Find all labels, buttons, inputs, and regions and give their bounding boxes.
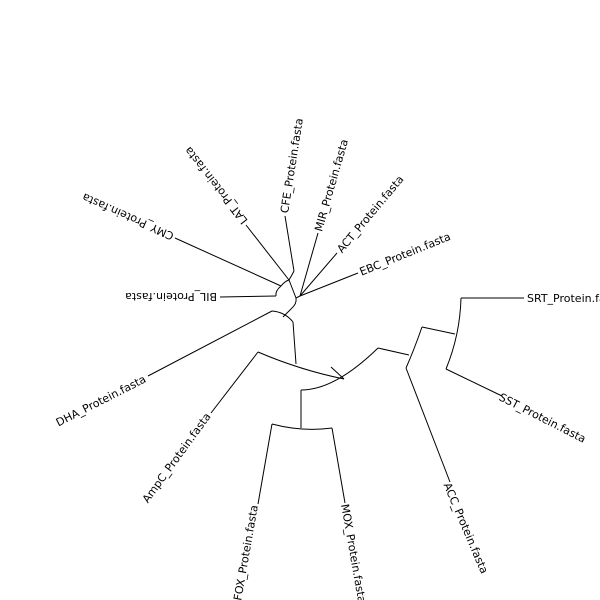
node-root-arc <box>295 295 301 299</box>
branch-accclade-stem <box>377 347 410 356</box>
branch-dha-stem <box>282 308 292 318</box>
tip-label-dha: DHA_Protein.fasta <box>54 373 148 430</box>
tip-label-acc: ACC_Protein.fasta <box>441 481 491 576</box>
branch-sst <box>445 368 503 397</box>
node-bil-cmy-arc <box>275 285 282 297</box>
node-accclade-arc <box>405 326 423 369</box>
branch-cfe <box>284 215 295 272</box>
tip-label-mir: MIR_Protein.fasta <box>312 138 351 233</box>
tip-label-ebc: EBC_Protein.fasta <box>358 230 453 278</box>
branch-bil <box>219 295 277 298</box>
node-mox-fox-arc <box>271 423 333 430</box>
branch-dha <box>147 310 273 377</box>
tip-label-lat: LAT_Protein.fasta <box>182 144 251 227</box>
branch-act <box>299 252 338 297</box>
node-dha-arc <box>271 310 294 323</box>
tip-label-bil: BIL_Protein.fasta <box>125 290 217 303</box>
branch-srt-sst-stem <box>421 326 456 335</box>
node-inner-arc <box>290 297 297 310</box>
branch-lat <box>245 224 290 281</box>
tip-label-fox: FOX_Protein.fasta <box>231 504 261 600</box>
branch-acc <box>405 367 451 483</box>
branch-fox <box>257 423 273 505</box>
node-cfe-arc <box>288 270 295 281</box>
branch-mid-stem <box>292 321 297 365</box>
branch-mox <box>331 427 346 504</box>
branch-mir <box>299 232 319 297</box>
tip-label-ampc: AmpC_Protein.fasta <box>140 410 214 505</box>
node-mid-arc <box>257 351 345 380</box>
tip-label-act: ACT_Protein.fasta <box>334 173 406 255</box>
tip-labels: SRT_Protein.fasta SST_Protein.fasta ACC_… <box>54 117 600 600</box>
node-srt-sst-arc <box>445 297 462 370</box>
branch-cmy <box>174 237 282 287</box>
node-lat-arc <box>280 279 290 287</box>
tip-label-srt: SRT_Protein.fasta <box>527 292 600 305</box>
branch-right-stem <box>330 366 345 380</box>
tip-label-mox: MOX_Protein.fasta <box>338 503 368 600</box>
branch-ampc <box>210 351 259 414</box>
tip-label-cfe: CFE_Protein.fasta <box>278 117 306 214</box>
node-right-arc <box>300 347 379 391</box>
branch-ebc <box>299 272 359 297</box>
branch-central-stem <box>288 279 297 299</box>
tip-label-cmy: CMY_Protein.fasta <box>80 190 176 242</box>
tree-branches <box>147 215 524 505</box>
tip-label-sst: SST_Protein.fasta <box>497 391 588 446</box>
